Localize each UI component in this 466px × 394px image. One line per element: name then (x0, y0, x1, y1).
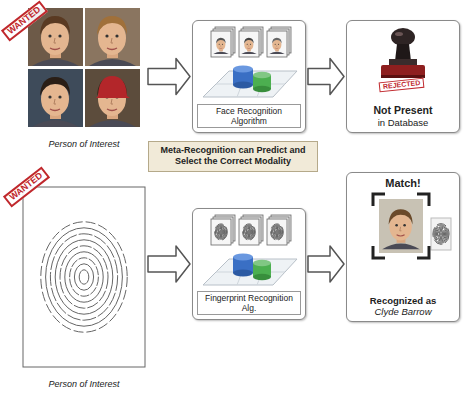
result-text: Recognized as (351, 295, 455, 306)
result-heading: Not Present (351, 104, 455, 116)
result-box: Match! Recognized asClyde Barrow (346, 172, 460, 322)
caption: Person of Interest (22, 379, 146, 390)
caption: Person of Interest (22, 139, 146, 150)
suspect-panel: Person of Interest (22, 6, 146, 150)
text-group: Face Recognition Algorithm (197, 104, 301, 128)
match-heading: Match! (351, 177, 455, 190)
block-arrow (148, 59, 190, 95)
text-group: Fingerprint Recognition Alg. (197, 291, 301, 315)
face-database-illustration (197, 25, 301, 99)
matched-photo (351, 192, 455, 264)
suspect-photos (22, 6, 146, 130)
algorithm-box: Fingerprint Recognition Alg. (192, 208, 306, 320)
banner-text: Meta-Recognition can Predict and Select … (155, 145, 311, 168)
fingerprint-database-illustration (197, 213, 301, 287)
block-arrow (148, 246, 190, 282)
box-label: Fingerprint Recognition Alg. (197, 291, 301, 315)
result-box: Not Presentin Database (346, 20, 460, 133)
person-name: Clyde Barrow (351, 306, 455, 317)
text-group: Not Presentin Database (351, 104, 455, 128)
block-arrow (308, 59, 344, 95)
text-group: Person of Interest (22, 136, 146, 150)
fingerprint-photo (22, 186, 146, 368)
box-label: Face Recognition Algorithm (197, 104, 301, 128)
block-arrow (308, 246, 344, 282)
text-group: Person of Interest (22, 376, 146, 390)
suspect-panel: Person of Interest (22, 186, 146, 390)
result-text: in Database (351, 117, 455, 128)
text-group: Recognized asClyde Barrow (351, 295, 455, 317)
algorithm-box: Face Recognition Algorithm (192, 20, 306, 133)
note-banner: Meta-Recognition can Predict and Select … (148, 141, 318, 172)
